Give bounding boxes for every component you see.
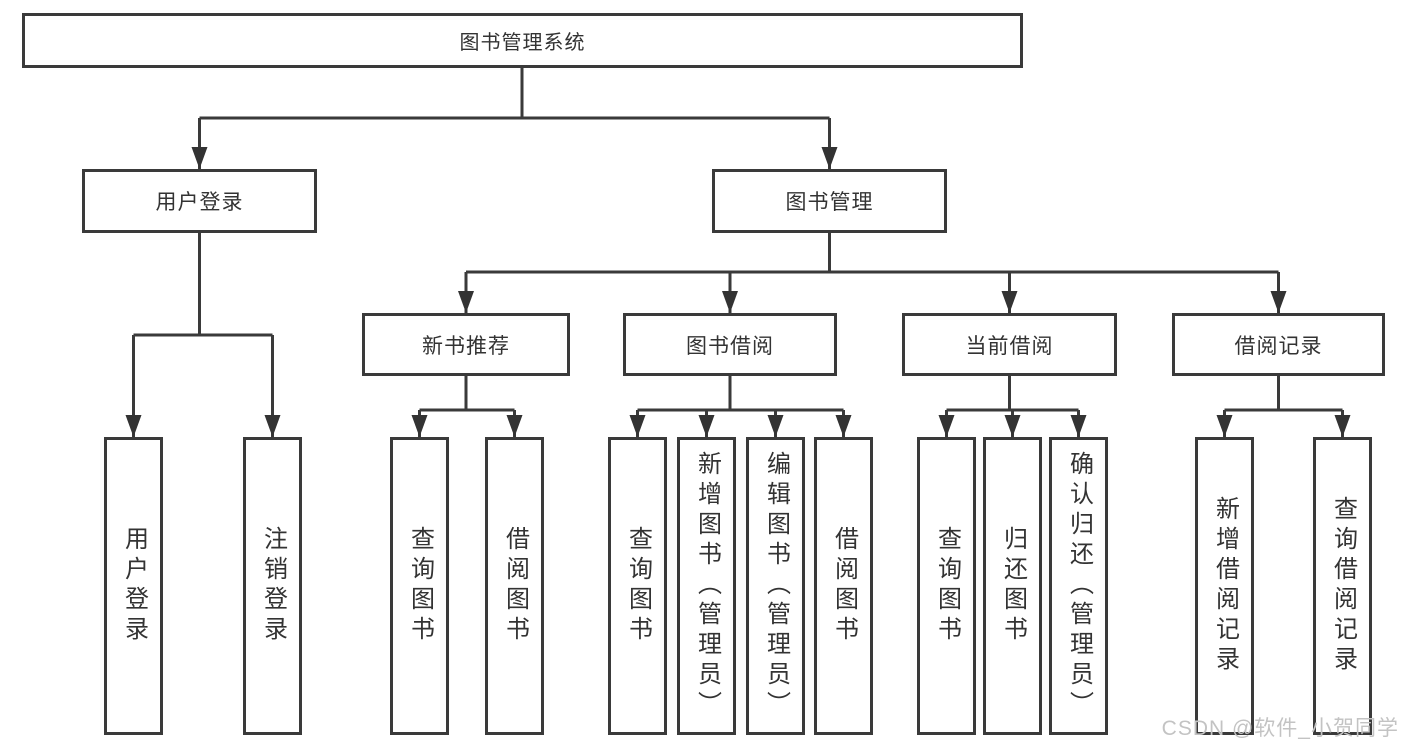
leaf-borrowing-add-books: 新增图书（管理员） (677, 437, 736, 735)
leaf-logout: 注销登录 (243, 437, 302, 735)
leaf-record-query: 查询借阅记录 (1313, 437, 1372, 735)
node-book-management: 图书管理 (712, 169, 947, 233)
node-borrowing-records: 借阅记录 (1172, 313, 1385, 376)
leaf-current-query-books: 查询图书 (917, 437, 976, 735)
leaf-current-confirm-return: 确认归还（管理员） (1049, 437, 1108, 735)
node-book-borrowing: 图书借阅 (623, 313, 837, 376)
leaf-borrowing-query-books: 查询图书 (608, 437, 667, 735)
node-root: 图书管理系统 (22, 13, 1023, 68)
leaf-record-add: 新增借阅记录 (1195, 437, 1254, 735)
connector-trunks (133, 68, 1343, 412)
leaf-recommend-borrow-books: 借阅图书 (485, 437, 544, 735)
leaf-borrowing-borrow-books: 借阅图书 (814, 437, 873, 735)
node-new-book-recommend: 新书推荐 (362, 313, 570, 376)
leaf-recommend-query-books: 查询图书 (390, 437, 449, 735)
node-current-borrowing: 当前借阅 (902, 313, 1117, 376)
leaf-user-login: 用户登录 (104, 437, 163, 735)
leaf-borrowing-edit-books: 编辑图书（管理员） (746, 437, 805, 735)
leaf-current-return-books: 归还图书 (983, 437, 1042, 735)
node-user-login-branch: 用户登录 (82, 169, 317, 233)
